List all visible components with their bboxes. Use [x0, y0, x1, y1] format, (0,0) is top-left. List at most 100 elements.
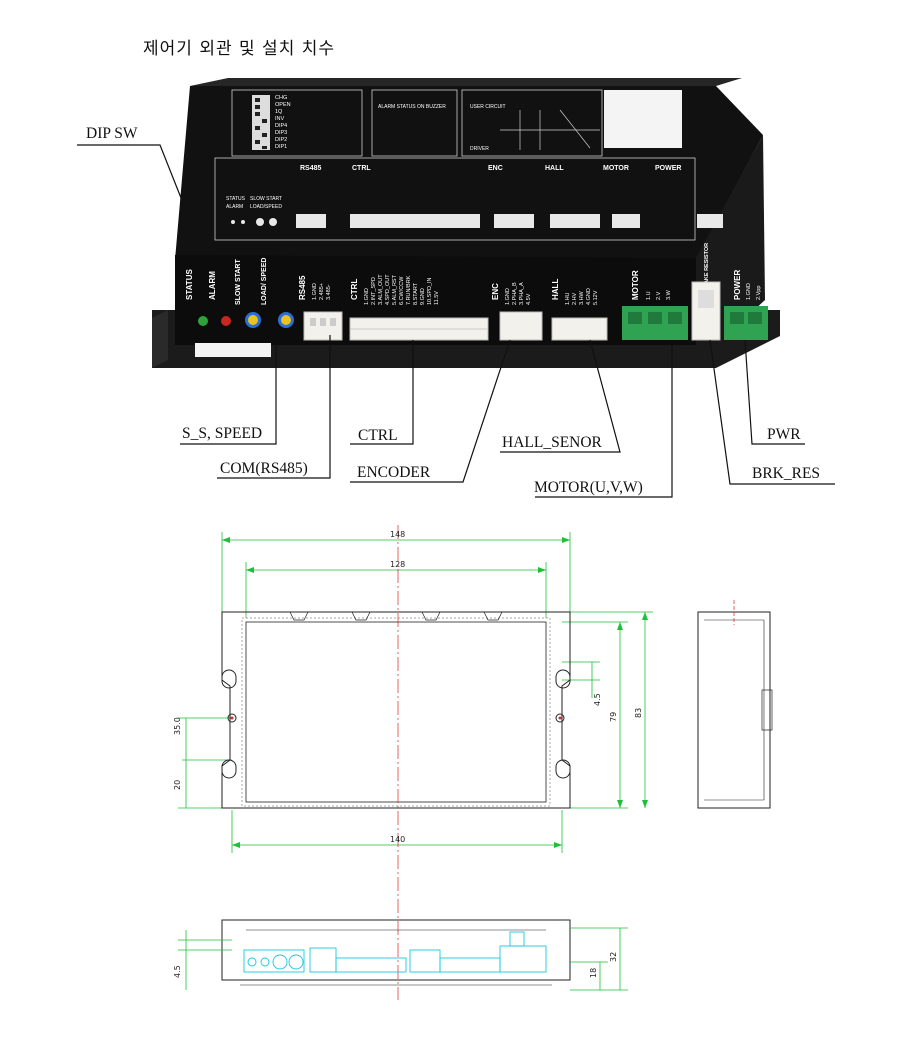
section-motor: MOTOR: [603, 165, 629, 172]
spec-sticker: [604, 90, 682, 148]
callout-leaders: [77, 144, 835, 498]
dim-top-inner: 128: [390, 560, 405, 569]
alarm-label: ALARM: [226, 204, 243, 210]
dim-right-mid: 79: [609, 712, 618, 722]
pin-label: 2.485+: [319, 283, 325, 300]
dip-label-dip4: DIP4: [275, 123, 287, 129]
callout-dip-sw: DIP SW: [86, 125, 138, 142]
front-load-speed: LOAD/ SPEED: [261, 258, 268, 305]
status-label: STATUS: [226, 196, 246, 202]
dip-switch-block[interactable]: [252, 95, 270, 150]
front-view-drawing: 4.5 18 32: [173, 919, 628, 991]
pin-label: 3.PHA_A: [519, 282, 525, 305]
pin-label: 4.5V: [526, 293, 532, 305]
dip-label-dip2: DIP2: [275, 137, 287, 143]
section-rs485: RS485: [300, 165, 322, 172]
pin-label: 5.12V: [593, 290, 599, 305]
pin-label: 11.5V: [434, 291, 440, 305]
dim-top-outer: 148: [390, 530, 405, 539]
dip-label-dip1: DIP1: [275, 144, 287, 150]
ctrl-pins: 1.GND 2.INT_SPD 3.ALM_OUT 4.SPD_OUT 5.AL…: [364, 274, 440, 305]
pin-label: 1.GND: [364, 288, 370, 305]
pin-label: 1.HU: [565, 292, 571, 305]
dip-label-open: OPEN: [275, 102, 291, 108]
front-hall: HALL: [551, 279, 560, 300]
dim-right-small: 4.5: [593, 693, 602, 706]
ctrl-connector[interactable]: [349, 317, 489, 341]
callout-s-s-speed: S_S, SPEED: [182, 425, 263, 442]
pin-label: 5.ALM_RST: [392, 274, 398, 305]
power-terminal[interactable]: [724, 306, 768, 340]
driver-label: DRIVER: [470, 146, 489, 152]
dim-left-upper: 35.0: [173, 717, 182, 735]
section-hall: HALL: [545, 165, 564, 172]
dim-right-outer: 83: [634, 708, 643, 718]
dim-bottom-left: 4.5: [173, 965, 182, 978]
callout-motor-uvw: MOTOR(U,V,W): [534, 479, 643, 496]
rs485-pins: 1.GND 2.485+ 3.485-: [312, 283, 332, 300]
pin-label: 2.INT_SPD: [371, 277, 377, 305]
section-power: POWER: [655, 165, 681, 172]
enc-connector[interactable]: [499, 311, 543, 341]
top-view-drawing: 148 128 140 35.0 20 4.5 79 83: [173, 525, 653, 1000]
motor-terminal[interactable]: [622, 306, 688, 340]
pin-label: 7.RUN/BRK: [406, 275, 412, 305]
serial-label: [195, 343, 271, 357]
front-power: POWER: [733, 270, 742, 300]
pin-label: 1.GND: [746, 283, 752, 300]
pin-label: 1.GND: [505, 288, 511, 305]
callout-brk-res: BRK_RES: [752, 465, 821, 482]
user-circuit-label: USER CIRCUIT: [470, 104, 506, 110]
power-pins: 1.GND 2.Vpp: [746, 283, 762, 300]
front-enc: ENC: [491, 283, 500, 300]
dip-label-chg: CHG: [275, 95, 287, 101]
dim-left-lower: 20: [173, 780, 182, 790]
front-slow-start: SLOW START: [235, 259, 242, 305]
pin-label: 8.START: [413, 282, 419, 305]
dim-bottom-right-outer: 32: [609, 952, 618, 962]
brake-resistor-connector[interactable]: [691, 281, 721, 341]
dim-bottom: 140: [390, 835, 405, 844]
callout-encoder: ENCODER: [357, 464, 431, 481]
front-alarm: ALARM: [208, 271, 217, 300]
dip-label-dip3: DIP3: [275, 130, 287, 136]
motor-pins: 1.U 2.V 3.W: [646, 289, 672, 300]
pin-label: 1.GND: [312, 283, 318, 300]
pin-label: 4.SPD_OUT: [385, 274, 391, 305]
callout-ctrl: CTRL: [358, 427, 398, 444]
slow-start-label: SLOW START: [250, 196, 282, 202]
dip-label-inv: INV: [275, 116, 285, 122]
front-motor: MOTOR: [631, 270, 640, 300]
callout-pwr: PWR: [767, 426, 801, 443]
alarm-header: ALARM STATUS ON BUZZER: [378, 104, 446, 110]
pin-label: 4.GND: [586, 288, 592, 305]
pin-label: 3.HW: [579, 290, 585, 305]
front-brake-resistor: BRAKE RESISTOR: [704, 243, 710, 292]
load-speed-label: LOAD/SPEED: [250, 204, 282, 210]
hall-connector[interactable]: [551, 317, 608, 341]
pin-label: 9.GND: [420, 288, 426, 305]
controller-photo: CHG OPEN 1Q INV DIP4 DIP3 DIP2 DIP1 ALAR…: [152, 78, 780, 368]
pin-label: 3.485-: [326, 284, 332, 300]
callout-hall-senor: HALL_SENOR: [502, 434, 602, 451]
section-enc: ENC: [488, 165, 503, 172]
status-led: [198, 316, 208, 326]
pin-label: 6.CW/CCW: [399, 276, 405, 305]
pin-label: 2.V: [656, 291, 662, 300]
front-rs485: RS485: [298, 275, 307, 300]
pin-label: 3.ALM_OUT: [378, 274, 384, 305]
dim-bottom-right-inner: 18: [589, 968, 598, 978]
pin-label: 2.HV: [572, 292, 578, 305]
callout-com-rs485: COM(RS485): [220, 460, 308, 477]
pin-label: 2.PHA_B: [512, 282, 518, 305]
rs485-connector[interactable]: [303, 311, 343, 341]
front-status: STATUS: [185, 269, 194, 300]
side-view-drawing: [697, 600, 773, 809]
page-title: 제어기 외관 및 설치 치수: [143, 39, 336, 59]
front-ctrl: CTRL: [350, 279, 359, 300]
alarm-led: [221, 316, 231, 326]
hall-pins: 1.HU 2.HV 3.HW 4.GND 5.12V: [565, 288, 599, 305]
pin-label: 1.U: [646, 291, 652, 300]
section-ctrl: CTRL: [352, 165, 371, 172]
